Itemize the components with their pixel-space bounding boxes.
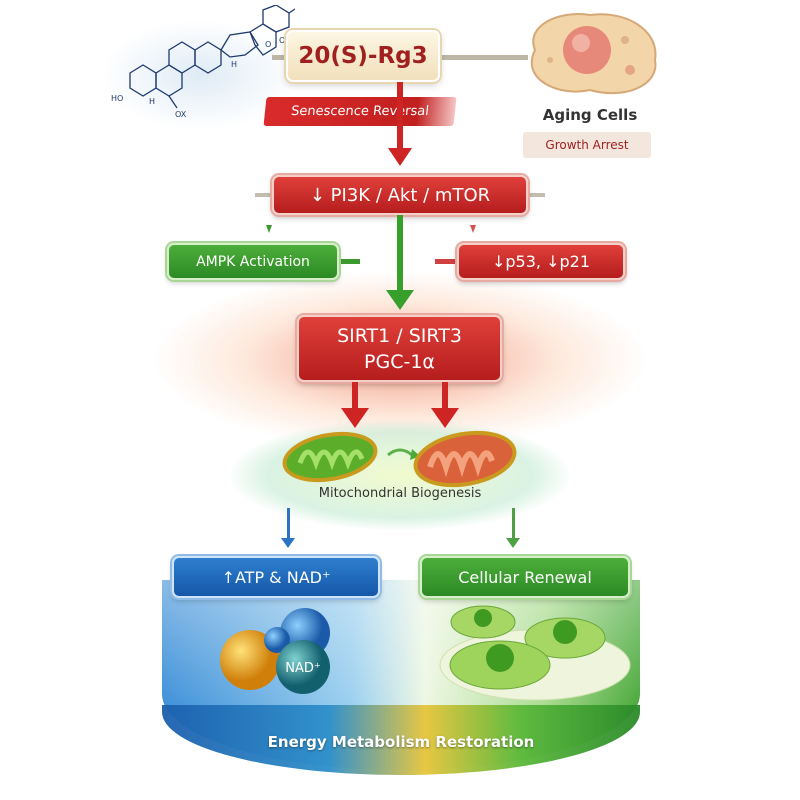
atp-nad-box: ↑ATP & NAD⁺ (172, 556, 380, 598)
connector (435, 259, 457, 264)
sirt-pgc-box: SIRT1 / SIRT3 PGC-1α (297, 315, 502, 382)
compound-box: 20(S)-Rg3 (286, 30, 440, 82)
connector (338, 259, 360, 264)
svg-text:H: H (149, 97, 155, 106)
ampk-label: AMPK Activation (196, 253, 310, 270)
arrow-down-icon (341, 408, 369, 428)
energy-metabolism-label: Energy Metabolism Restoration (267, 733, 535, 751)
sirt-label: SIRT1 / SIRT3 (337, 324, 462, 347)
compound-name: 20(S)-Rg3 (298, 43, 428, 69)
arrow-shaft (442, 382, 448, 412)
p53-label: ↓p53, ↓p21 (491, 252, 590, 271)
cellular-renewal-box: Cellular Renewal (420, 556, 630, 598)
renewed-cells-icon (439, 605, 631, 701)
arrow-shaft (287, 508, 290, 540)
pathway-label: ↓ PI3K / Akt / mTOR (309, 184, 491, 206)
arrow-shaft (512, 508, 515, 540)
atp-label: ↑ATP & NAD⁺ (221, 567, 331, 587)
senescence-reversal-banner: Senescence Reversal (263, 97, 457, 126)
mitochondrial-biogenesis-label: Mitochondrial Biogenesis (318, 486, 482, 501)
aging-cells-title: Aging Cells (542, 106, 638, 124)
growth-arrest-label: Growth Arrest (545, 138, 629, 152)
arrow-shaft (397, 82, 403, 152)
ampk-activation-box: AMPK Activation (167, 243, 339, 280)
molecule-structure-icon: HO H H OX O O (111, 5, 295, 119)
senescence-label: Senescence Reversal (290, 104, 430, 119)
arrow-down-icon (506, 538, 520, 548)
arrow-down-icon (386, 290, 414, 310)
arrow-down-icon (388, 148, 412, 166)
pi3k-akt-mtor-box: ↓ PI3K / Akt / mTOR (272, 175, 528, 215)
mitochondria-icon (282, 430, 517, 488)
aging-cell-icon (530, 13, 657, 95)
svg-text:NAD⁺: NAD⁺ (285, 661, 321, 676)
arrow-down-icon (281, 538, 295, 548)
arrow-down-icon (470, 225, 476, 233)
p53-p21-box: ↓p53, ↓p21 (457, 243, 625, 280)
svg-text:HO: HO (111, 94, 123, 103)
arrow-shaft (397, 215, 403, 293)
arrow-down-icon (266, 225, 272, 233)
svg-text:OX: OX (175, 110, 187, 119)
growth-arrest-badge: Growth Arrest (523, 132, 651, 158)
svg-text:H: H (231, 60, 237, 69)
renewal-label: Cellular Renewal (458, 567, 592, 587)
arrow-down-icon (431, 408, 459, 428)
atp-nad-spheres-icon: NAD⁺ (220, 608, 330, 694)
pgc-label: PGC-1α (364, 350, 435, 373)
svg-text:O: O (265, 40, 271, 49)
svg-text:O: O (279, 36, 285, 45)
arrow-shaft (352, 382, 358, 412)
